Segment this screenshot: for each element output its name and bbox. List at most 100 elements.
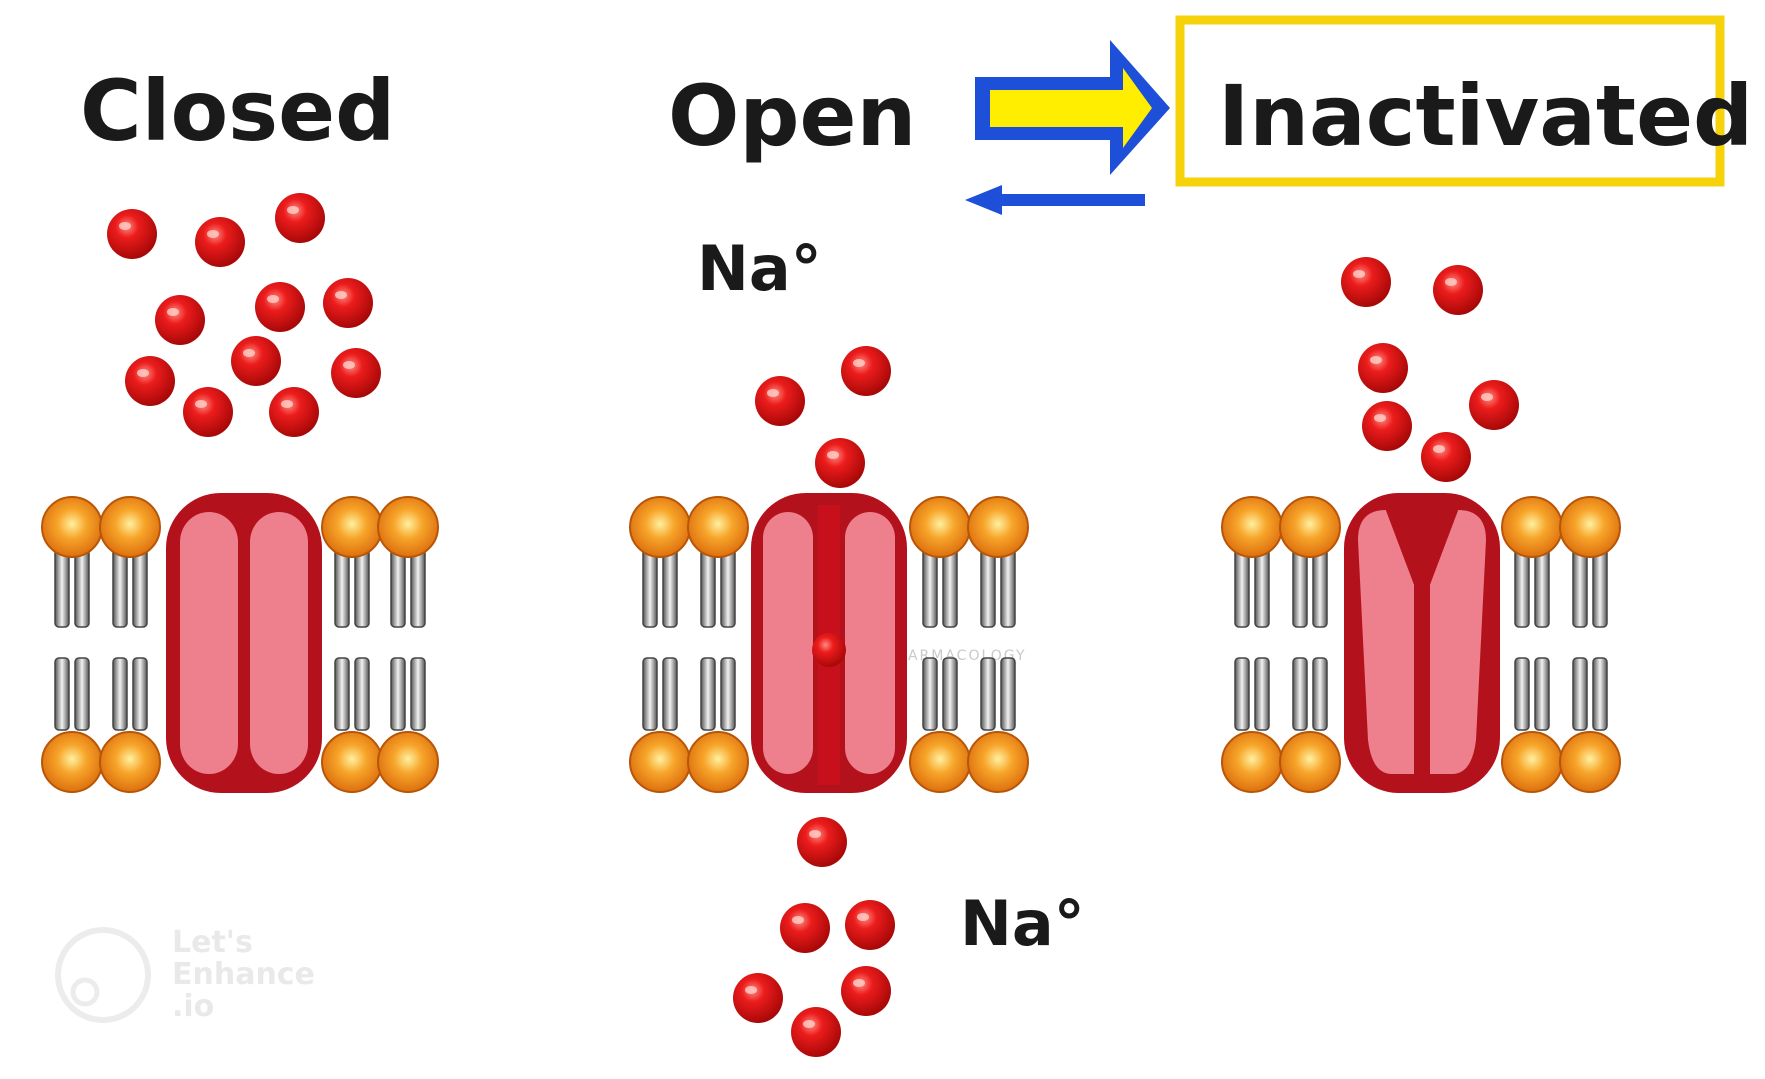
sodium-ion: [155, 295, 205, 345]
membrane-layer: [41, 493, 1621, 793]
sodium-ion-highlight: [287, 206, 299, 214]
lipid-tail: [1514, 657, 1530, 731]
lipid-tail: [1000, 657, 1016, 731]
lipid-tail: [74, 657, 90, 731]
na-label-bottom: Na°: [960, 887, 1085, 960]
lipid-head: [377, 731, 439, 793]
lipid-tail: [410, 657, 426, 731]
sodium-ion: [815, 438, 865, 488]
sodium-ion-highlight: [281, 400, 293, 408]
phospholipid: [377, 496, 439, 793]
sodium-ion-highlight: [207, 230, 219, 238]
watermark-line-3: .io: [172, 989, 214, 1024]
sodium-ion-highlight: [167, 308, 179, 316]
lipid-tail: [662, 657, 678, 731]
inactivated-highlight-box: [1175, 15, 1725, 187]
sodium-ion-highlight: [857, 913, 869, 921]
phospholipid: [687, 496, 749, 793]
lipid-tail: [720, 657, 736, 731]
forward-arrow-icon: [975, 40, 1170, 175]
sodium-ion-highlight: [809, 830, 821, 838]
sodium-ion-highlight: [1370, 356, 1382, 364]
sodium-ion: [323, 278, 373, 328]
lipid-head: [41, 731, 103, 793]
sodium-ion: [183, 387, 233, 437]
lipid-head: [909, 731, 971, 793]
sodium-ion-highlight: [195, 400, 207, 408]
sodium-ion: [1469, 380, 1519, 430]
lipid-head: [1559, 496, 1621, 558]
back-arrow-icon: [965, 185, 1145, 215]
sodium-ion: [841, 966, 891, 1016]
sodium-ion-highlight: [803, 1020, 815, 1028]
channel-subunit-right: [1430, 510, 1486, 774]
lipid-head: [1279, 496, 1341, 558]
lipid-head: [629, 731, 691, 793]
sodium-ion: [269, 387, 319, 437]
lipid-tail: [1312, 657, 1328, 731]
membrane-inactivated: [1221, 493, 1621, 793]
sodium-ion: [1433, 265, 1483, 315]
channel-subunit-right: [845, 512, 895, 774]
lipid-tail: [1572, 657, 1588, 731]
lipid-head: [41, 496, 103, 558]
lipid-tail: [980, 657, 996, 731]
sodium-ion: [231, 336, 281, 386]
sodium-channel-inactivated: [1344, 493, 1500, 793]
lipid-tail: [54, 657, 70, 731]
sodium-ion: [331, 348, 381, 398]
lipid-tail: [390, 657, 406, 731]
phospholipid: [629, 496, 691, 793]
lipid-tail: [1292, 657, 1308, 731]
phospholipid: [1559, 496, 1621, 793]
na-label-top: Na°: [697, 232, 822, 305]
lipid-head: [1279, 731, 1341, 793]
lipid-head: [909, 496, 971, 558]
lipid-tail: [334, 657, 350, 731]
state-title-closed: Closed: [80, 62, 395, 160]
sodium-ion: [845, 900, 895, 950]
sodium-ion: [195, 217, 245, 267]
lipid-tail: [112, 657, 128, 731]
lipid-tail: [1254, 657, 1270, 731]
lipid-tail: [354, 657, 370, 731]
phospholipid: [1279, 496, 1341, 793]
sodium-ion: [1341, 257, 1391, 307]
lipid-tail: [132, 657, 148, 731]
sodium-ion: [125, 356, 175, 406]
lipid-head: [321, 496, 383, 558]
sodium-ion-highlight: [1445, 278, 1457, 286]
lets-enhance-watermark: Let's Enhance .io: [55, 925, 315, 1024]
state-title-open: Open: [668, 67, 916, 165]
sodium-ion-highlight: [1353, 270, 1365, 278]
lipid-head: [1501, 731, 1563, 793]
sodium-ion-highlight: [1374, 414, 1386, 422]
lipid-head: [1559, 731, 1621, 793]
sodium-ion: [275, 193, 325, 243]
sodium-ion-in-pore: [812, 633, 846, 667]
lipid-tail: [922, 657, 938, 731]
sodium-ion: [1362, 401, 1412, 451]
phospholipid: [1501, 496, 1563, 793]
sodium-channel-closed: [166, 493, 322, 793]
sodium-ion: [733, 973, 783, 1023]
membrane-open: [629, 493, 1029, 793]
phospholipid: [321, 496, 383, 793]
lipid-head: [377, 496, 439, 558]
sodium-ion-highlight: [137, 369, 149, 377]
lipid-head: [687, 496, 749, 558]
lipid-head: [629, 496, 691, 558]
lipid-tail: [1234, 657, 1250, 731]
sodium-ion: [797, 817, 847, 867]
lipid-head: [1221, 496, 1283, 558]
channel-subunit-right: [250, 512, 308, 774]
sodium-ion-highlight: [1433, 445, 1445, 453]
sodium-ion: [107, 209, 157, 259]
sodium-ion: [255, 282, 305, 332]
sodium-ion-highlight: [335, 291, 347, 299]
sodium-ion: [755, 376, 805, 426]
inactivation-gate: [1382, 500, 1462, 590]
sodium-ion: [780, 903, 830, 953]
lipid-head: [687, 731, 749, 793]
sodium-ion-highlight: [119, 222, 131, 230]
